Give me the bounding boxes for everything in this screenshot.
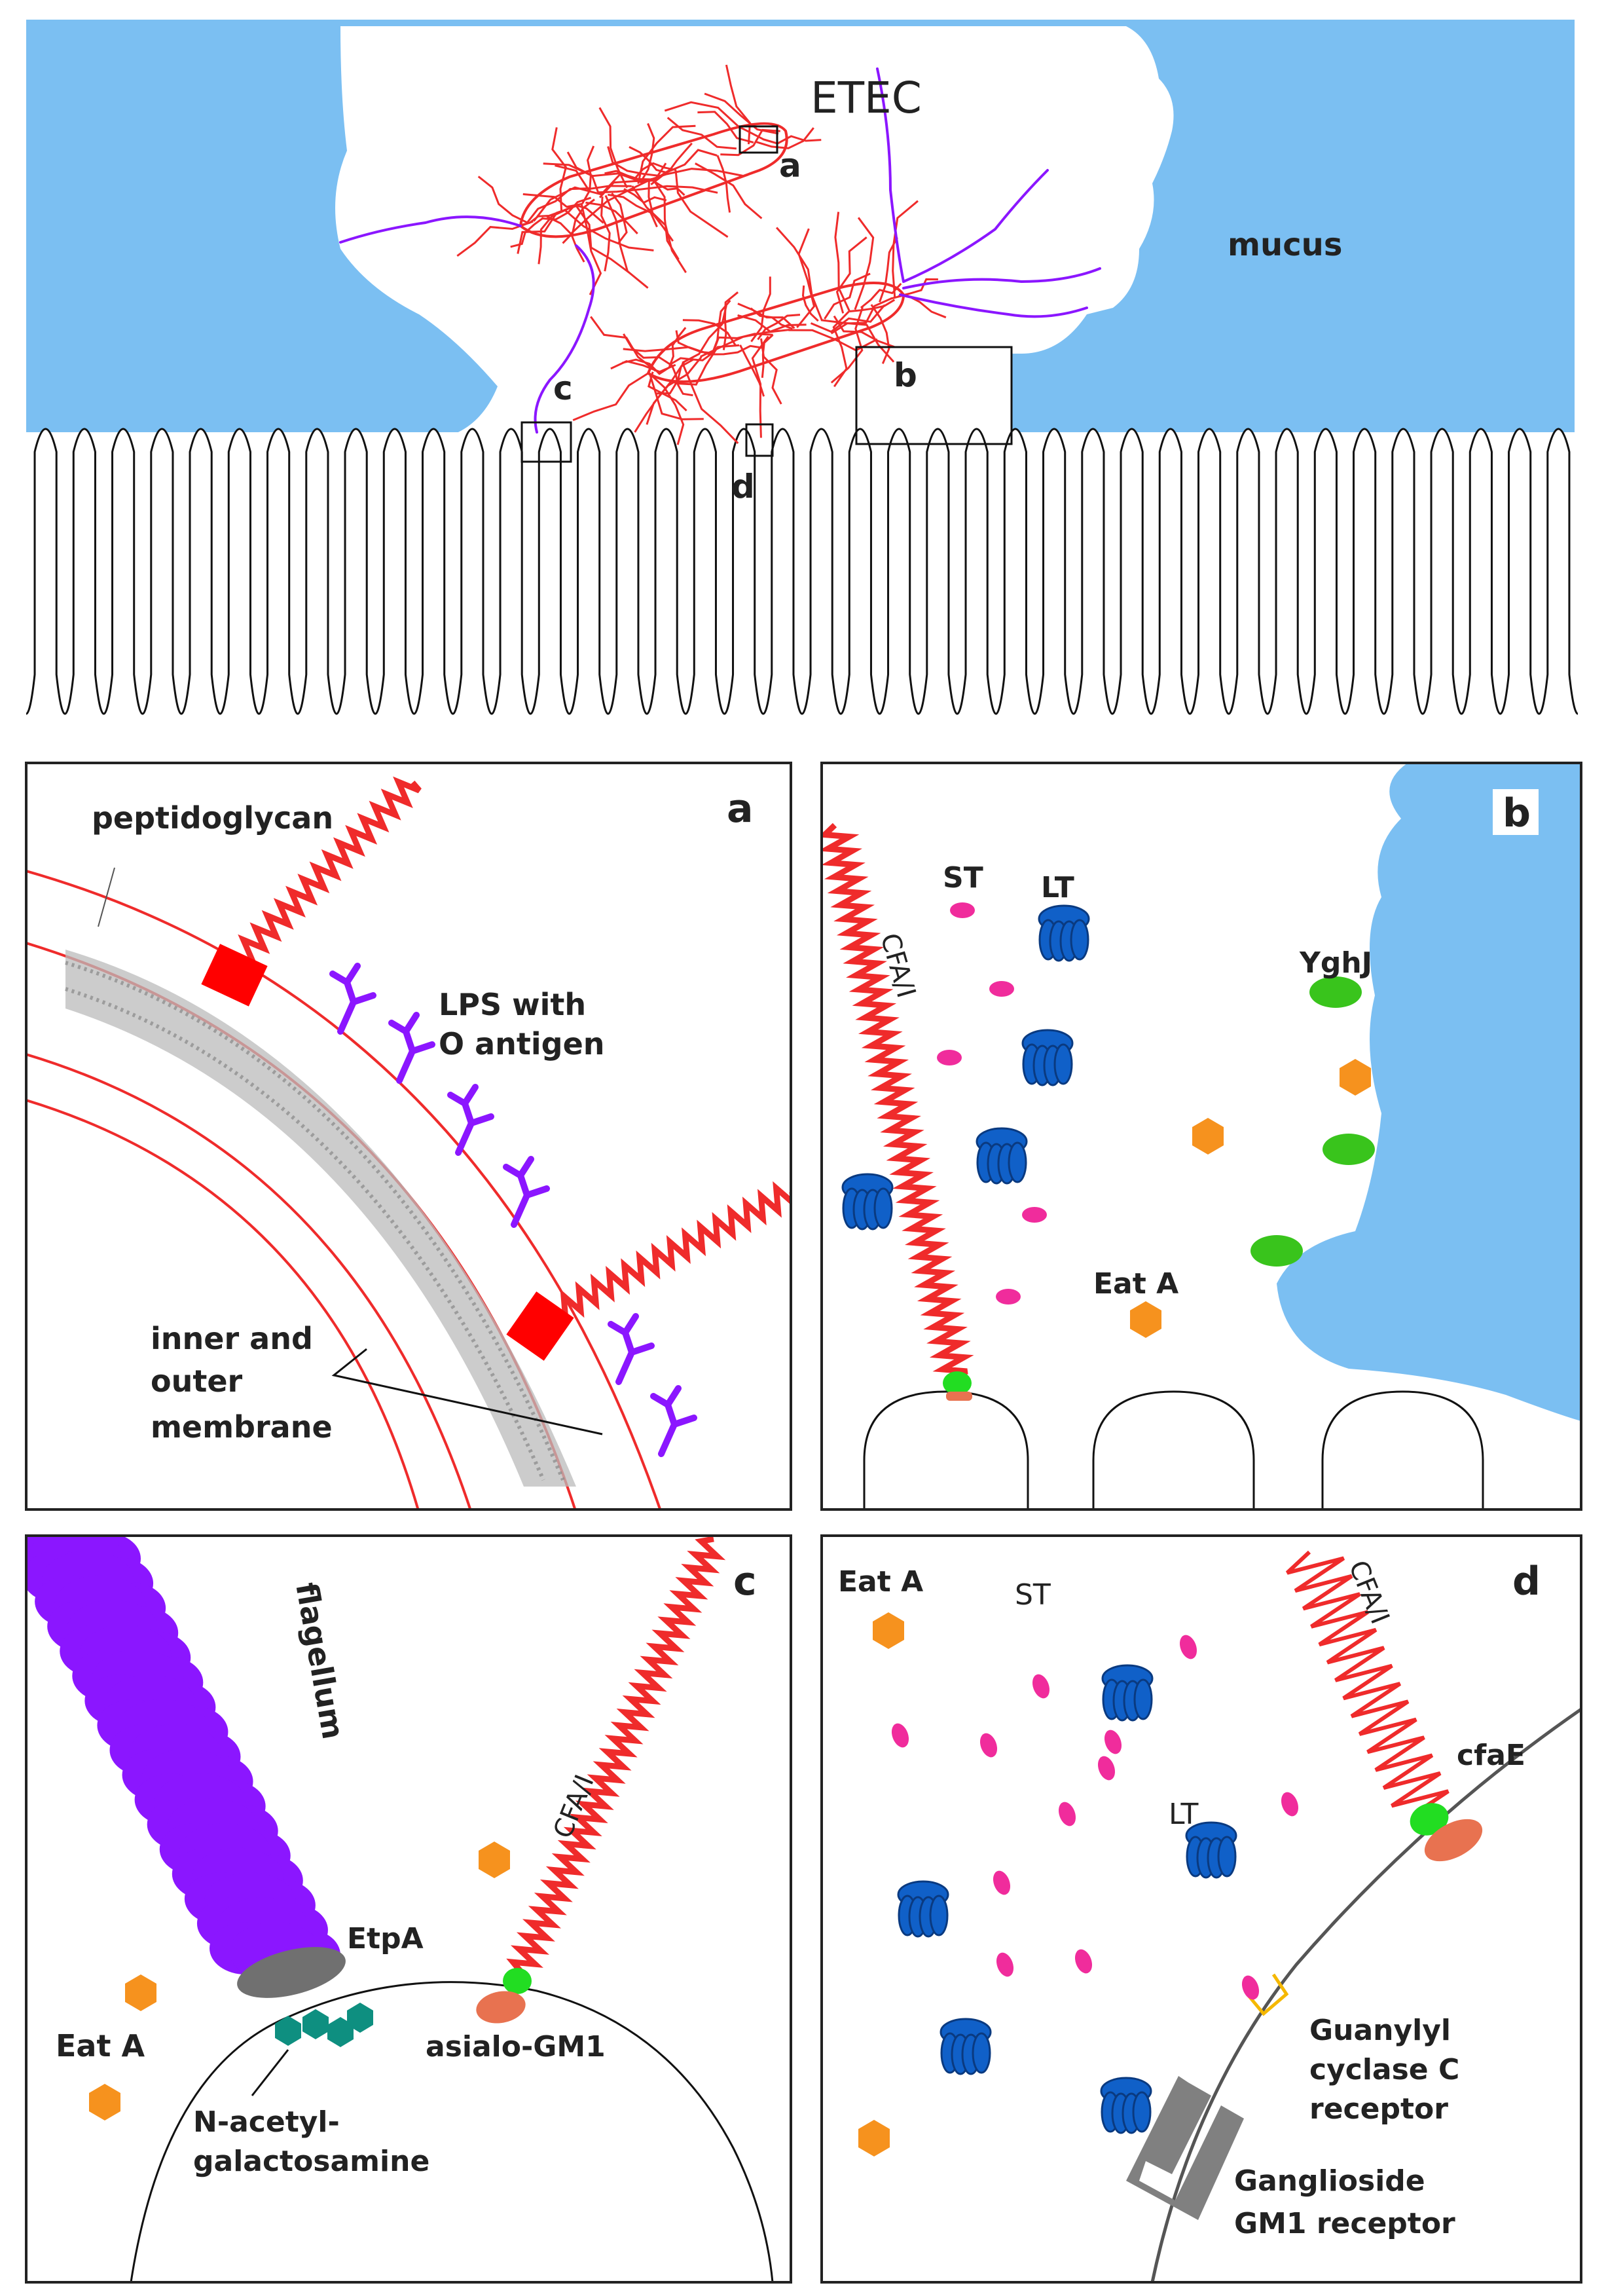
etec-label: ETEC	[811, 73, 922, 123]
eata-label-d: Eat A	[838, 1565, 923, 1599]
panel-b-letter-bg	[1493, 789, 1539, 835]
cfa-fimbria-b	[822, 823, 974, 1379]
asialo-gm1-receptor	[476, 1991, 526, 2024]
nacetyl-label-line2: galactosamine	[193, 2145, 429, 2178]
inset-label-d: d	[731, 468, 755, 506]
fimbria-anchor-upper	[201, 944, 268, 1007]
cell-membrane-d	[1150, 1707, 1581, 2282]
inset-box-b[interactable]	[855, 346, 1013, 445]
inset-label-b: b	[894, 356, 917, 394]
cfae-tip-b	[943, 1371, 972, 1395]
mucus-label: mucus	[1228, 227, 1342, 263]
panel-b-letter: b	[1503, 790, 1531, 836]
panel-d-letter: d	[1512, 1559, 1541, 1604]
nacetyl-label-line1: N-acetyl-	[193, 2105, 340, 2139]
st-label-b: ST	[943, 861, 983, 895]
cfa-fimbria-c	[506, 1536, 726, 1973]
membrane-label-line3: membrane	[151, 1409, 333, 1445]
eata-label-b: Eat A	[1093, 1267, 1178, 1301]
gcc-label-line2: cyclase C	[1309, 2053, 1459, 2086]
panel-b-frame	[820, 762, 1582, 1511]
ganglioside-gm1-receptor[interactable]	[1126, 2076, 1244, 2220]
etec-bacterium-upper	[519, 122, 788, 238]
membrane-label-line2: outer	[151, 1363, 243, 1399]
inset-box-a[interactable]	[739, 125, 778, 154]
panel-a-letter: a	[727, 786, 754, 832]
membrane-label-line1: inner and	[151, 1321, 313, 1356]
fimbria-anchor-lower	[506, 1291, 574, 1361]
lt-label-b: LT	[1041, 871, 1074, 904]
membrane-lines	[26, 870, 662, 1509]
cfae-tip-c	[503, 1968, 532, 1994]
peptidoglycan-layer	[65, 950, 576, 1487]
etpa-protein[interactable]	[232, 1937, 350, 2007]
galnac-cluster	[275, 2003, 373, 2047]
inset-label-a: a	[779, 147, 801, 185]
cfa-receptor-d	[1424, 1819, 1483, 1862]
fimbria-a-upper	[238, 776, 422, 965]
panel-d: d Eat A ST CFA/I cfaE LT Guanylyl cyclas…	[820, 1534, 1582, 2284]
gcc-label-line3: receptor	[1309, 2092, 1448, 2126]
panel-d-frame	[820, 1534, 1582, 2284]
lps-label-line2: O antigen	[439, 1026, 605, 1062]
eata-label-c: Eat A	[56, 2028, 145, 2064]
cfa-fimbria-d	[1285, 1550, 1450, 1809]
eata-c-1	[479, 1842, 510, 1878]
panel-c: c flagellum CFA/I EtpA Eat A asialo-GM1 …	[25, 1534, 792, 2284]
peptidoglycan-label: peptidoglycan	[92, 800, 333, 836]
guanylyl-cyclase-c-receptor[interactable]	[1246, 1973, 1289, 2016]
intestinal-villi	[26, 428, 1579, 715]
fimbria-a-lower	[552, 1181, 791, 1324]
panel-b: b CFA/I ST LT YghJ Eat A	[820, 762, 1582, 1511]
gcc-label-line1: Guanylyl	[1309, 2014, 1451, 2047]
epithelial-cells-b	[863, 1390, 1484, 1509]
panel-c-frame	[25, 1534, 792, 2284]
eata-c-3	[89, 2084, 120, 2120]
panel-a-frame	[25, 762, 792, 1511]
st-label-d: ST	[1015, 1578, 1051, 1612]
st-toxins-b	[937, 902, 1047, 1305]
panel-c-letter: c	[733, 1559, 757, 1604]
lps-label-line1: LPS with	[439, 987, 586, 1022]
lt-toxins-d	[897, 1664, 1237, 2134]
panel-a: a peptidoglycan LPS with O antigen inner…	[25, 762, 792, 1511]
asialo-label: asialo-GM1	[426, 2030, 606, 2064]
inset-label-c: c	[553, 369, 573, 407]
lt-label-d: LT	[1169, 1798, 1198, 1831]
inset-box-c[interactable]	[520, 421, 572, 463]
etpa-label: EtpA	[347, 1922, 424, 1955]
yghj-molecules-b	[1250, 976, 1375, 1267]
receptor-b	[946, 1392, 972, 1401]
st-toxins-d	[888, 1633, 1302, 2002]
cfae-label: cfaE	[1457, 1739, 1525, 1772]
mucus-clearing	[335, 26, 1174, 432]
gm1-label-line2: GM1 receptor	[1234, 2207, 1455, 2240]
yghj-label-b: YghJ	[1299, 946, 1372, 980]
flagellum-c	[26, 1536, 340, 1981]
mucus-region-b	[1277, 763, 1581, 1421]
inset-box-d[interactable]	[745, 423, 774, 457]
cfae-tip-d[interactable]	[1406, 1798, 1453, 1841]
eata-c-2	[125, 1974, 156, 2011]
etec-fimbriae	[456, 64, 947, 445]
overview-panel: ETEC mucus a b c d	[26, 20, 1579, 715]
eata-molecules-d	[858, 1612, 904, 2157]
gm1-label-line1: Ganglioside	[1234, 2164, 1425, 2198]
mucus-clearing-right	[864, 367, 1012, 432]
flagellum-label: flagellum	[289, 1580, 351, 1742]
etec-flagella	[339, 67, 1101, 434]
lps-molecules	[329, 963, 697, 1457]
